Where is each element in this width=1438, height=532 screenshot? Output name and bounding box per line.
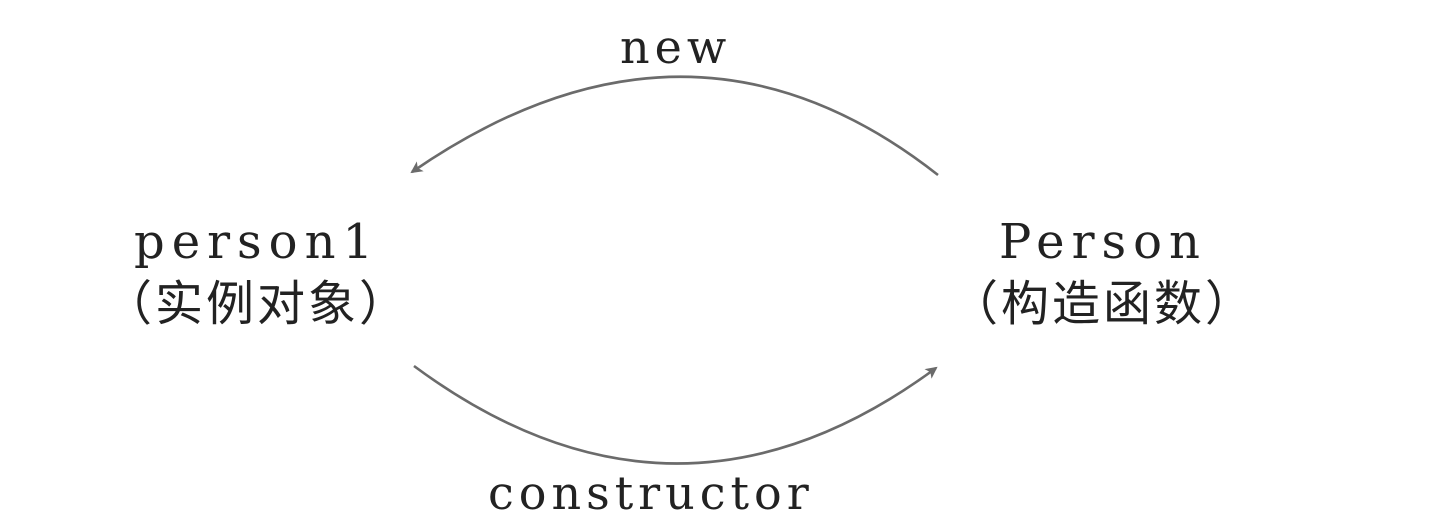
constructor-description: （构造函数） [949,276,1256,332]
instance-name: person1 [133,214,381,270]
instance-description: （实例对象） [103,276,410,332]
constructor-arrow [413,364,938,465]
new-edge-label: new [614,24,738,70]
constructor-name: Person [999,214,1207,270]
new-arrow [410,75,939,177]
constructor-edge-label: constructor [482,470,820,516]
instance-node: person1 （实例对象） [92,218,422,328]
constructor-node: Person （构造函数） [938,218,1268,328]
